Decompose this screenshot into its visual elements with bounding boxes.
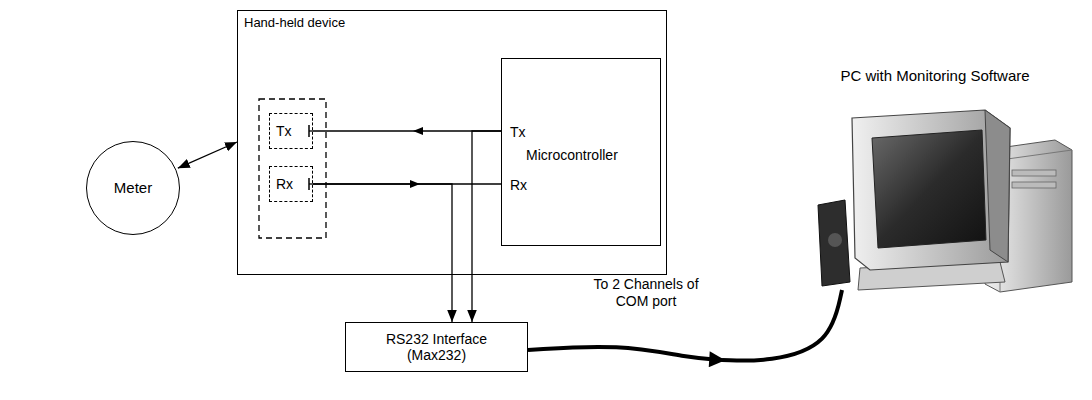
pin-label: Rx bbox=[510, 177, 527, 193]
connector bbox=[313, 184, 452, 322]
microcontroller-box: TxMicrocontrollerRx bbox=[501, 58, 661, 246]
node-text: Tx bbox=[276, 123, 292, 139]
node-text: Microcontroller bbox=[526, 147, 618, 163]
connector-path bbox=[313, 184, 452, 322]
node-text: PC with Monitoring Software bbox=[840, 68, 1029, 84]
node-text: Meter bbox=[114, 180, 152, 196]
speaker bbox=[818, 200, 850, 286]
connector-path bbox=[472, 131, 501, 322]
meter-circle: Meter bbox=[86, 141, 180, 235]
pc-node: PC with Monitoring Software bbox=[790, 68, 1080, 292]
rs232-box: RS232 Interface (Max232) bbox=[345, 322, 528, 372]
pin-label: Tx bbox=[510, 124, 526, 140]
edge-label: To 2 Channels of COM port bbox=[582, 276, 710, 310]
node-text: Rx bbox=[276, 176, 293, 192]
connector bbox=[178, 142, 237, 168]
monitor bbox=[852, 110, 1010, 290]
connector-path bbox=[722, 290, 842, 361]
device-box: Hand-held deviceTxRxTxMicrocontrollerRx bbox=[237, 10, 667, 275]
node-text: RS232 Interface (Max232) bbox=[362, 331, 512, 363]
transceiver-enclosure bbox=[259, 99, 326, 238]
connector-path bbox=[528, 347, 722, 360]
node-text: Hand-held device bbox=[244, 15, 345, 31]
tx-block: Tx bbox=[269, 113, 313, 149]
connector bbox=[472, 131, 501, 322]
rx-block: Rx bbox=[269, 166, 313, 202]
connector-path bbox=[178, 142, 237, 168]
